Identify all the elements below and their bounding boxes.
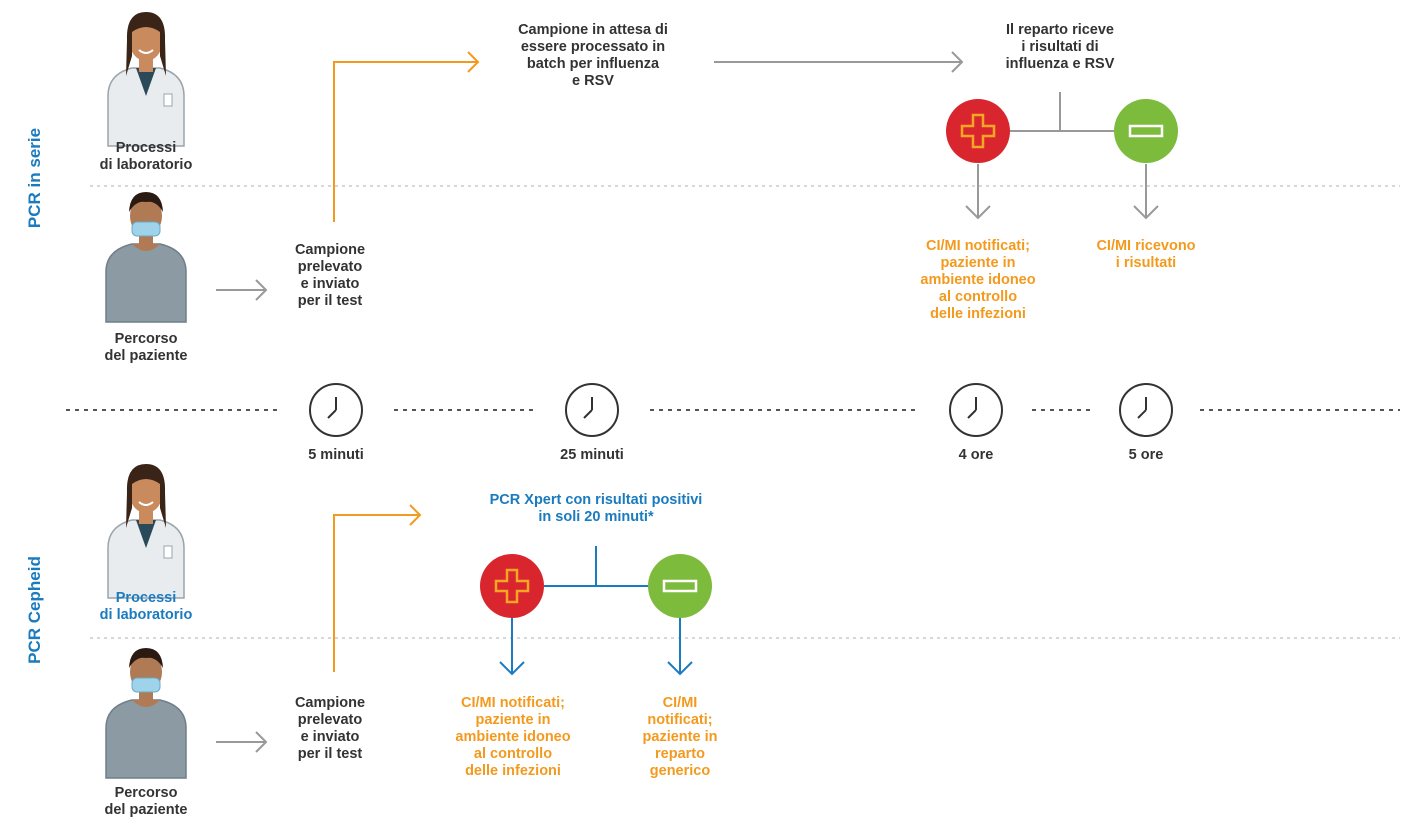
arrow-sample-to-lab (333, 504, 422, 672)
arrow-patient-to-sample (216, 279, 268, 301)
arrow-patient-to-sample (216, 731, 268, 753)
patient-path-label: Percorso del paziente (104, 785, 188, 818)
time-label: 4 ore (958, 447, 994, 463)
section-label-pcr-in-serie: PCR in serie (25, 127, 44, 229)
lab-technician-icon (107, 463, 185, 599)
positive-result-icon (944, 97, 1012, 165)
negative-result-icon (1112, 97, 1180, 165)
arrow-sample-to-lab (333, 51, 480, 222)
lab-process-label: Processi di laboratorio (99, 140, 193, 173)
time-label: 5 ore (1128, 447, 1164, 463)
clock-icon (1119, 383, 1173, 437)
clock-icon (565, 383, 619, 437)
batch-text: Campione in attesa di essere processato … (518, 22, 668, 89)
sample-text: Campione prelevato e inviato per il test (294, 242, 366, 309)
positive-result-icon (478, 552, 546, 620)
positive-outcome-text: CI/MI notificati; paziente in ambiente i… (455, 695, 571, 779)
time-label: 5 minuti (308, 447, 364, 463)
negative-outcome-text: CI/MI ricevono i risultati (1096, 238, 1196, 271)
patient-icon (105, 647, 187, 779)
negative-outcome-text: CI/MI notificati; paziente in reparto ge… (642, 695, 718, 779)
section-label-pcr-cepheid: PCR Cepheid (25, 556, 44, 664)
patient-path-label: Percorso del paziente (104, 331, 188, 364)
positive-outcome-text: CI/MI notificati; paziente in ambiente i… (920, 238, 1036, 322)
results-text: Il reparto riceve i risultati di influen… (1005, 22, 1115, 72)
results-branch (965, 92, 1159, 220)
lab-process-label: Processi di laboratorio (99, 590, 193, 623)
arrow-batch-to-results (714, 51, 964, 73)
negative-result-icon (646, 552, 714, 620)
sample-text: Campione prelevato e inviato per il test (294, 695, 366, 762)
time-label: 25 minuti (560, 447, 624, 463)
lab-technician-icon (107, 11, 185, 147)
patient-icon (105, 191, 187, 323)
clock-icon (949, 383, 1003, 437)
xpert-text: PCR Xpert con risultati positivi in soli… (489, 492, 703, 525)
xpert-branch (499, 546, 693, 676)
clock-icon (309, 383, 363, 437)
